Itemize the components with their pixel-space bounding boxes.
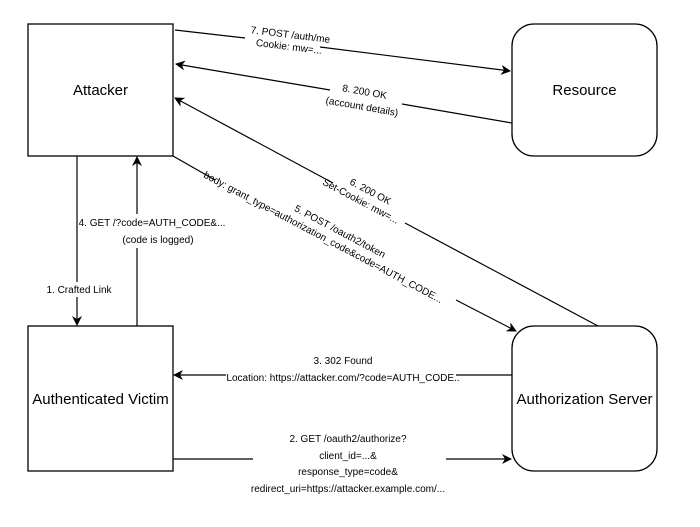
edge-step5: 5. POST /oauth2/token body: grant_type=a…: [172, 155, 517, 332]
edge-step2-label-line1: 2. GET /oauth2/authorize?: [289, 434, 407, 445]
edge-step7-line-a: [174, 29, 246, 39]
edge-step6-line-a: [404, 222, 599, 327]
edge-step1: 1. Crafted Link: [46, 156, 113, 326]
edge-step4-label-line1: 4. GET /?code=AUTH_CODE&...: [79, 218, 226, 229]
node-resource: Resource: [511, 23, 658, 157]
edge-step5-label-line2: body: grant_type=authorization_code&code…: [202, 170, 445, 306]
edge-step8-line-a: [401, 103, 513, 124]
node-victim: Authenticated Victim: [27, 325, 174, 472]
edge-step8-arrow: [175, 60, 331, 91]
edge-step2: 2. GET /oauth2/authorize? client_id=...&…: [173, 434, 512, 495]
node-auth-server: Authorization Server: [511, 325, 658, 472]
node-victim-label: Authenticated Victim: [32, 391, 168, 408]
edge-step8: 8. 200 OK (account details): [175, 60, 513, 124]
node-attacker: Attacker: [27, 23, 174, 157]
edge-step2-label-line3: response_type=code&: [298, 467, 398, 478]
edge-step3-label-line2: Location: https://attacker.com/?code=AUT…: [226, 373, 459, 384]
node-resource-label: Resource: [552, 82, 616, 99]
edge-step7: 7. POST /auth/me Cookie: mw=...: [174, 25, 511, 75]
edge-step6-arrow: [174, 97, 334, 184]
edge-step4: 4. GET /?code=AUTH_CODE&... (code is log…: [79, 156, 226, 326]
edge-step5-line-a: [172, 155, 216, 181]
edge-step7-arrow: [319, 46, 511, 75]
edge-step8-label-line2: (account details): [325, 96, 399, 120]
node-attacker-label: Attacker: [73, 82, 128, 99]
edge-step4-label-line2: (code is logged): [122, 235, 193, 246]
edge-step1-label: 1. Crafted Link: [46, 285, 112, 296]
node-auth-server-label: Authorization Server: [517, 391, 653, 408]
edge-step2-label-line4: redirect_uri=https://attacker.example.co…: [251, 484, 445, 495]
edge-step2-label-line2: client_id=...&: [319, 451, 377, 462]
edge-step3-label-line1: 3. 302 Found: [314, 356, 373, 367]
edge-step5-arrow: [455, 299, 517, 332]
edge-step3: 3. 302 Found Location: https://attacker.…: [173, 356, 512, 384]
